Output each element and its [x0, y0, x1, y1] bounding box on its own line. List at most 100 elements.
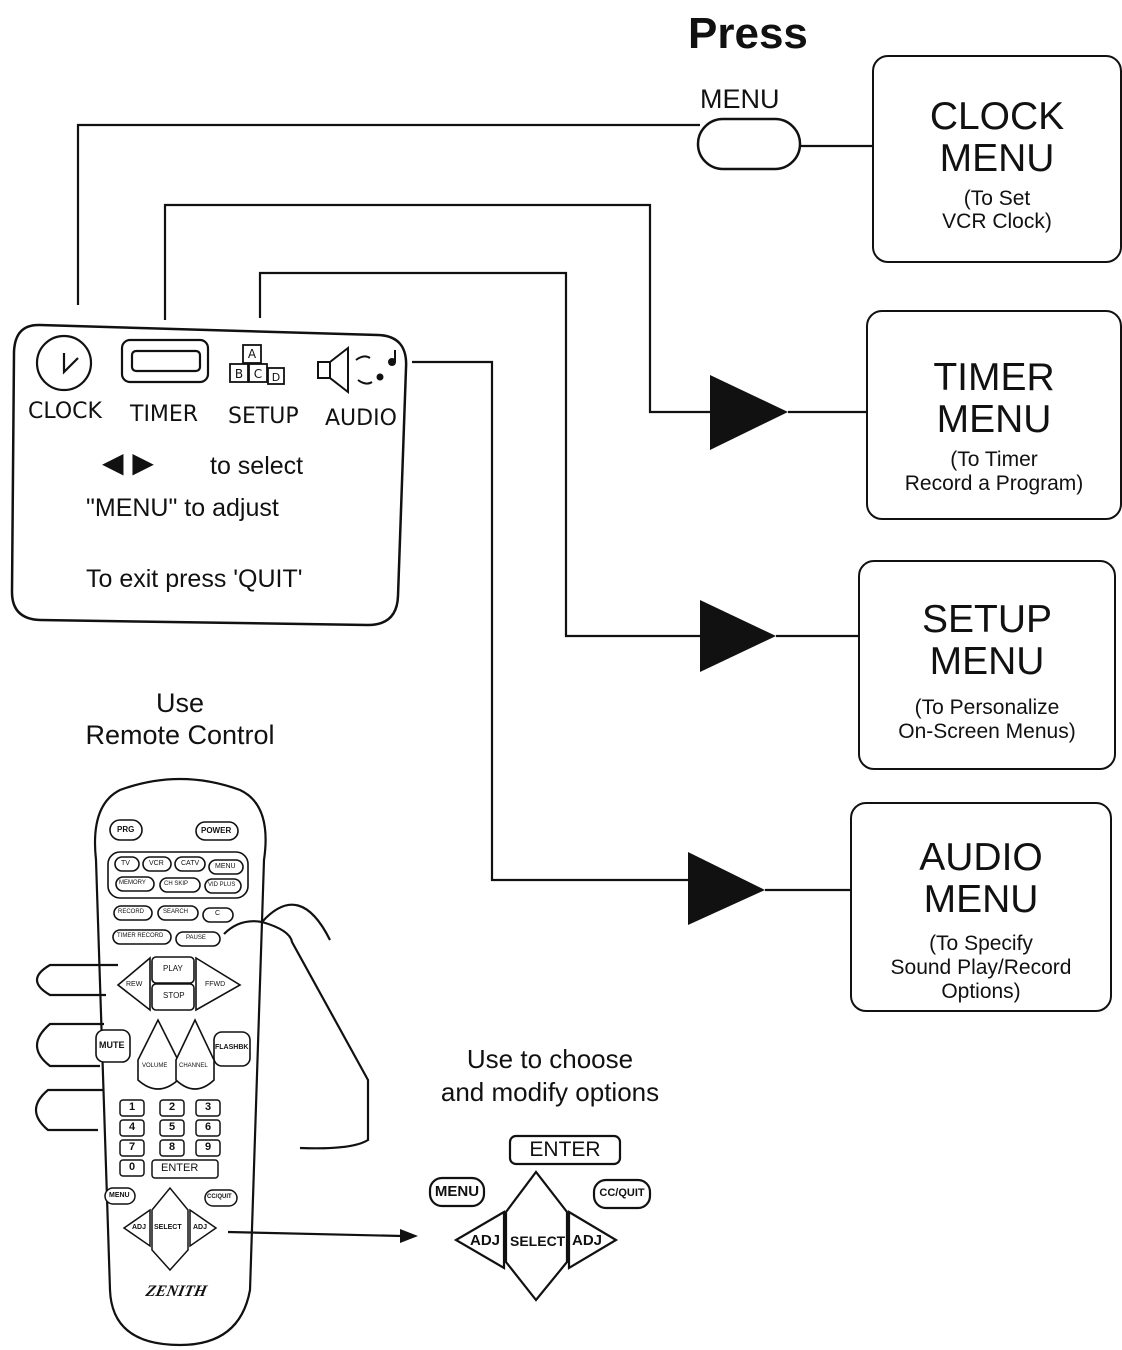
remote-menu-top-button[interactable]: [208, 859, 244, 875]
zoom-select-pad[interactable]: [504, 1170, 569, 1302]
pointer-triangle-audio: [688, 852, 765, 925]
setup-menu-desc-1: (To Personalize: [914, 696, 1060, 719]
remote-key-1[interactable]: [119, 1099, 145, 1117]
pointer-triangle-setup: [700, 600, 776, 672]
remote-key-9[interactable]: [195, 1139, 221, 1157]
remote-power-label: POWER: [201, 826, 232, 835]
remote-key-8[interactable]: [159, 1139, 185, 1157]
remote-rew-button[interactable]: [116, 956, 151, 1012]
onscreen-menu-panel: [10, 323, 408, 627]
remote-search-button[interactable]: [157, 905, 199, 921]
audio-menu-box: AUDIO MENU (To Specify Sound Play/Record…: [850, 802, 1112, 1012]
clock-menu-desc-2: VCR Clock): [942, 210, 1052, 233]
exit-instruction: To exit press 'QUIT': [86, 565, 303, 593]
remote-record-button[interactable]: [113, 905, 153, 921]
remote-menu-top-label: MENU: [215, 863, 236, 870]
remote-c-label: C: [215, 910, 221, 917]
remote-flashbk-label: FLASHBK: [215, 1044, 249, 1051]
adjust-instruction: "MENU" to adjust: [86, 494, 279, 522]
remote-channel-rocker[interactable]: [175, 1018, 215, 1090]
remote-volume-label: VOLUME: [142, 1063, 168, 1069]
connector-remote-to-keypad: [227, 1230, 403, 1238]
zoom-enter-button[interactable]: [508, 1134, 622, 1166]
remote-key-0[interactable]: [119, 1159, 145, 1177]
zoom-ccquit-button[interactable]: [592, 1178, 652, 1210]
zoom-enter-label: ENTER: [529, 1138, 601, 1161]
remote-ccquit-label: CC/QUIT: [207, 1194, 232, 1200]
remote-flashbk-button[interactable]: [213, 1031, 251, 1067]
remote-channel-label: CHANNEL: [179, 1063, 208, 1069]
remote-menu-label: MENU: [109, 1192, 130, 1199]
remote-ffwd-button[interactable]: [195, 956, 242, 1012]
remote-caption-line2: Remote Control: [85, 720, 275, 750]
remote-volume-rocker[interactable]: [137, 1018, 179, 1090]
remote-key-0-label: 0: [129, 1161, 136, 1173]
remote-prg-label: PRG: [117, 825, 135, 834]
remote-stop-button[interactable]: [151, 983, 195, 1011]
remote-key-5[interactable]: [159, 1119, 185, 1137]
remote-key-2[interactable]: [159, 1099, 185, 1117]
vhs-tape-icon: [120, 338, 210, 384]
connector-audio: [412, 360, 690, 882]
zoom-adj-left-button[interactable]: [453, 1210, 506, 1270]
remote-catv-label: CATV: [181, 860, 200, 867]
zoom-adj-right-button[interactable]: [567, 1210, 619, 1270]
remote-vidplus-button[interactable]: [204, 878, 242, 894]
remote-vcr-button[interactable]: [142, 856, 172, 872]
remote-key-3[interactable]: [195, 1099, 221, 1117]
remote-caption-line1: Use: [155, 688, 204, 718]
remote-timerrecord-button[interactable]: [112, 929, 172, 945]
press-label: Press: [688, 9, 808, 58]
left-right-arrows-icon: ◀ ▶: [102, 446, 154, 479]
audio-menu-desc-2: Sound Play/Record: [890, 956, 1072, 979]
select-instruction: to select: [210, 452, 304, 480]
remote-menu-button[interactable]: [104, 1187, 136, 1205]
menu-button-label: MENU: [700, 84, 780, 114]
remote-prg-button[interactable]: [109, 819, 143, 841]
icon-label-setup: SETUP: [228, 404, 299, 429]
remote-enter-key[interactable]: [151, 1159, 219, 1179]
icon-label-audio: AUDIO: [325, 406, 397, 431]
remote-memory-label: MEMORY: [119, 880, 146, 886]
remote-memory-button[interactable]: [115, 876, 155, 892]
remote-tv-button[interactable]: [114, 856, 140, 872]
connector-timer: [163, 203, 712, 414]
remote-pause-button[interactable]: [175, 931, 221, 947]
block-letter-b: B: [235, 367, 243, 381]
block-letter-d: D: [272, 371, 280, 384]
clock-menu-box: CLOCK MENU (To Set VCR Clock): [872, 55, 1122, 263]
remote-adj-left-button[interactable]: [122, 1208, 151, 1248]
remote-adj-right-button[interactable]: [189, 1208, 218, 1248]
block-letter-a: A: [248, 347, 257, 361]
remote-catv-button[interactable]: [174, 856, 206, 872]
remote-power-button[interactable]: [195, 821, 239, 841]
remote-select-pad[interactable]: [151, 1186, 189, 1272]
zoom-menu-button[interactable]: [428, 1176, 486, 1208]
zoom-adj-right-label: ADJ: [572, 1232, 603, 1249]
remote-key-6[interactable]: [195, 1119, 221, 1137]
remote-mute-button[interactable]: [95, 1029, 131, 1063]
icon-label-clock: CLOCK: [28, 399, 102, 424]
menu-press-button[interactable]: [696, 117, 802, 171]
remote-vcr-label: VCR: [149, 860, 164, 867]
abcd-blocks-icon: [229, 344, 285, 385]
remote-play-button[interactable]: [151, 956, 195, 984]
remote-brand-logo: ZENITH: [144, 1283, 209, 1300]
remote-key-5-label: 5: [169, 1121, 176, 1133]
remote-chskip-button[interactable]: [159, 877, 201, 893]
remote-ccquit-button[interactable]: [204, 1189, 238, 1207]
remote-select-label: SELECT: [154, 1224, 182, 1231]
remote-c-button[interactable]: [202, 907, 234, 923]
choose-caption-line1: Use to choose: [466, 1044, 634, 1074]
remote-tv-label: TV: [121, 860, 130, 867]
remote-chskip-label: CH SKIP: [164, 881, 189, 887]
block-letter-c: C: [254, 367, 262, 381]
remote-rew-label: REW: [126, 981, 143, 988]
remote-record-label: RECORD: [118, 909, 145, 915]
remote-key-4[interactable]: [119, 1119, 145, 1137]
remote-pause-label: PAUSE: [186, 935, 206, 941]
audio-menu-title-2: MENU: [923, 878, 1039, 921]
pointer-triangle-timer: [710, 375, 788, 450]
remote-key-7[interactable]: [119, 1139, 145, 1157]
setup-menu-box: SETUP MENU (To Personalize On-Screen Men…: [858, 560, 1116, 770]
